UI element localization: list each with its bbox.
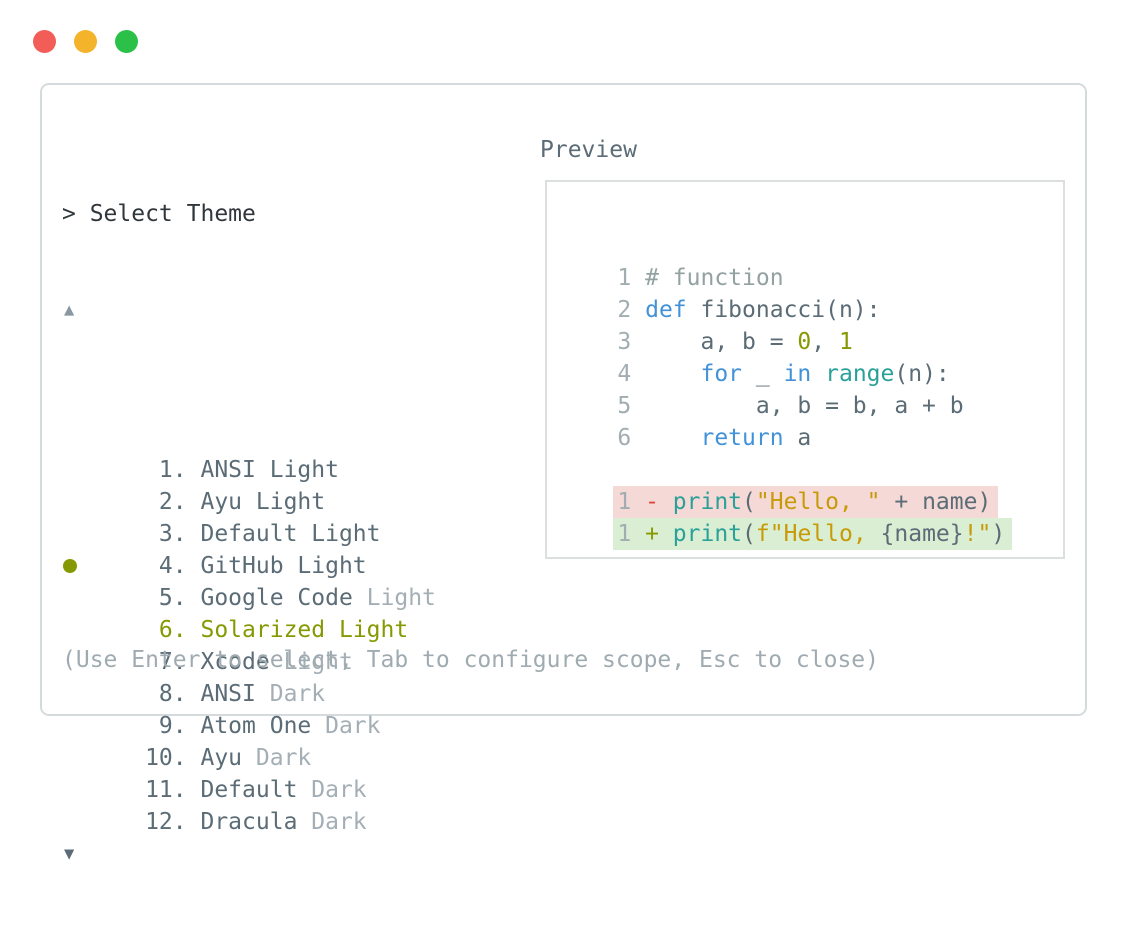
code-line: 4 for _ in range(n): bbox=[547, 326, 1063, 387]
theme-list-item[interactable]: 3. Default Light bbox=[62, 454, 436, 547]
line-number: 1 bbox=[617, 265, 646, 291]
theme-list-section: > Select Theme ▲ 1. ANSI Light 2. Ayu Li… bbox=[62, 134, 436, 934]
theme-item-variant: Dark bbox=[269, 681, 326, 707]
theme-list: 1. ANSI Light 2. Ayu Light 3. Default Li… bbox=[62, 390, 436, 835]
theme-list-item[interactable]: 8. ANSI Dark bbox=[62, 614, 436, 707]
code-line: 1 + print(f"Hello, {name}!") bbox=[547, 486, 1063, 550]
code-line: 3 a, b = 0, 1 bbox=[547, 294, 1063, 355]
theme-item-number: 6. bbox=[117, 617, 201, 643]
theme-item-variant: Light bbox=[338, 617, 409, 643]
theme-item-name: Ayu bbox=[200, 489, 256, 515]
selected-bullet-icon bbox=[63, 559, 77, 573]
theme-item-name: Default bbox=[200, 777, 312, 803]
code-lines: 1 # function 2 def fibonacci(n): 3 a, b … bbox=[547, 230, 1063, 550]
theme-item-number: 3. bbox=[117, 521, 201, 547]
theme-list-item[interactable]: 9. Atom One Dark bbox=[62, 646, 436, 739]
theme-item-name: ANSI bbox=[200, 457, 270, 483]
line-number: 1 bbox=[617, 521, 646, 547]
theme-item-number: 2. bbox=[117, 489, 201, 515]
theme-list-item[interactable]: 5. Google Code Light bbox=[62, 518, 436, 611]
code-line: 5 a, b = b, a + b bbox=[547, 358, 1063, 419]
window-controls bbox=[33, 30, 138, 53]
line-number: 3 bbox=[617, 329, 646, 355]
theme-item-number: 9. bbox=[117, 713, 201, 739]
theme-picker-panel: > Select Theme ▲ 1. ANSI Light 2. Ayu Li… bbox=[40, 83, 1087, 864]
theme-item-name: Atom One bbox=[200, 713, 326, 739]
keyboard-hint: (Use Enter to select, Tab to configure s… bbox=[62, 647, 879, 673]
theme-item-name: Xcode bbox=[200, 649, 284, 675]
code-preview-box: 1 # function 2 def fibonacci(n): 3 a, b … bbox=[545, 180, 1065, 559]
theme-item-name: Google Code bbox=[200, 585, 367, 611]
theme-item-number: 11. bbox=[117, 777, 201, 803]
theme-item-variant: Dark bbox=[325, 713, 381, 739]
theme-item-variant: Light bbox=[269, 457, 339, 483]
line-number: 1 bbox=[617, 489, 646, 515]
theme-item-number: 5. bbox=[117, 585, 201, 611]
theme-item-number: 12. bbox=[117, 809, 201, 835]
close-circle-icon[interactable] bbox=[33, 30, 56, 53]
theme-list-item[interactable]: 12. Dracula Dark bbox=[62, 742, 436, 835]
code-tokens: a, b = 0, 1 bbox=[645, 329, 853, 355]
theme-item-variant: Dark bbox=[311, 777, 367, 803]
theme-item-name: GitHub bbox=[200, 553, 298, 579]
line-number: 5 bbox=[617, 393, 646, 419]
code-tokens: a, b = b, a + b bbox=[645, 393, 964, 419]
line-number: 6 bbox=[617, 425, 646, 451]
app-window: { "window": { "controls": [ {"icon": "cl… bbox=[33, 30, 1087, 864]
theme-item-variant: Dark bbox=[311, 809, 367, 835]
zoom-circle-icon[interactable] bbox=[115, 30, 138, 53]
code-tokens: # function bbox=[645, 265, 784, 291]
code-line: 2 def fibonacci(n): bbox=[547, 262, 1063, 323]
minimize-circle-icon[interactable] bbox=[74, 30, 97, 53]
scroll-down-icon[interactable]: ▼ bbox=[64, 844, 75, 864]
theme-list-item[interactable]: 4. GitHub Light bbox=[62, 486, 436, 579]
code-tokens: - print("Hello, " + name) bbox=[645, 489, 992, 515]
code-line: 1 - print("Hello, " + name) bbox=[547, 454, 1063, 518]
theme-item-number: 8. bbox=[117, 681, 201, 707]
preview-title: Preview bbox=[540, 137, 637, 163]
theme-item-name: ANSI bbox=[200, 681, 270, 707]
theme-item-name: Default bbox=[200, 521, 312, 547]
code-line: 1 # function bbox=[547, 230, 1063, 291]
code-tokens: for _ in range(n): bbox=[700, 361, 950, 387]
select-theme-prompt: > Select Theme bbox=[62, 201, 256, 227]
theme-item-variant: Light bbox=[255, 489, 326, 515]
line-number: 2 bbox=[617, 297, 646, 323]
theme-item-variant: Light bbox=[311, 521, 381, 547]
theme-list-item[interactable]: 2. Ayu Light bbox=[62, 422, 436, 515]
theme-item-variant: Light bbox=[366, 585, 436, 611]
theme-item-number: 1. bbox=[117, 457, 201, 483]
scroll-up-icon[interactable]: ▲ bbox=[64, 300, 75, 320]
code-tokens: + print(f"Hello, {name}!") bbox=[645, 521, 1006, 547]
code-line: 6 return a bbox=[547, 390, 1063, 451]
code-tokens: def fibonacci(n): bbox=[645, 297, 881, 323]
theme-item-variant: Light bbox=[297, 553, 367, 579]
code-tokens: return a bbox=[700, 425, 812, 451]
line-number: 4 bbox=[617, 361, 646, 387]
theme-list-item[interactable]: 7. Xcode Light bbox=[62, 582, 436, 675]
theme-item-variant: Light bbox=[283, 649, 353, 675]
theme-item-name: Dracula bbox=[200, 809, 312, 835]
theme-item-number: 7. bbox=[117, 649, 201, 675]
theme-list-item[interactable]: 1. ANSI Light bbox=[62, 390, 436, 483]
theme-item-name: Solarized bbox=[200, 617, 339, 643]
theme-list-item[interactable]: 11. Default Dark bbox=[62, 710, 436, 803]
theme-item-number: 4. bbox=[117, 553, 201, 579]
theme-list-item[interactable]: 6. Solarized Light bbox=[62, 550, 436, 643]
theme-list-item[interactable]: 10. Ayu Dark bbox=[62, 678, 436, 771]
